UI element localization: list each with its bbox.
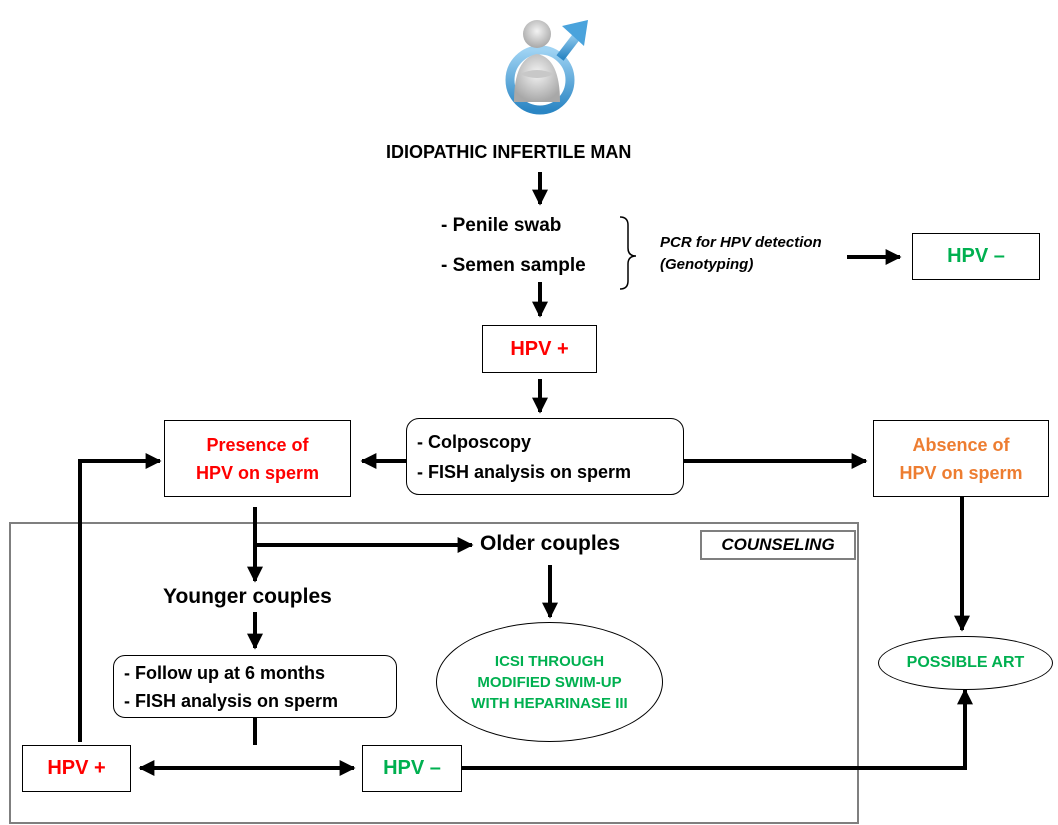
followup-fish: - FISH analysis on sperm [124,690,339,711]
presence-box: Presence of HPV on sperm [164,420,351,497]
hpv-positive-mid-label: HPV + [510,337,569,360]
icsi-ellipse: ICSI THROUGH MODIFIED SWIM-UP WITH HEPAR… [436,622,663,742]
hpv-positive-bottom-box: HPV + [22,745,131,792]
pcr-line1: PCR for HPV detection [660,234,822,251]
possible-art-ellipse: POSSIBLE ART [878,636,1053,690]
male-symbol-figure-icon [492,10,592,120]
icsi-line1: ICSI THROUGH [494,652,605,670]
hpv-negative-top-label: HPV – [947,245,1005,267]
hpv-negative-bottom-box: HPV – [362,745,462,792]
absence-line1: Absence of [912,434,1010,455]
hpv-positive-bottom-label: HPV + [47,757,106,779]
hpv-positive-mid-box: HPV + [482,325,597,373]
counseling-label-box: COUNSELING [700,530,856,560]
possible-art-label: POSSIBLE ART [906,654,1025,671]
sample-penile-swab: - Penile swab [441,215,562,236]
hpv-negative-bottom-label: HPV – [383,757,441,779]
counseling-frame [9,522,859,824]
tests-fish: - FISH analysis on sperm [417,461,632,482]
arrow-hpv-pos-to-presence [78,453,162,742]
absence-line2: HPV on sperm [899,462,1023,483]
pcr-line2: (Genotyping) [660,256,754,273]
older-couples: Older couples [480,532,621,555]
icsi-line2: MODIFIED SWIM-UP [477,673,622,691]
followup-6-months: - Follow up at 6 months [124,662,325,683]
patient-title: IDIOPATHIC INFERTILE MAN [386,142,632,162]
absence-box: Absence of HPV on sperm [873,420,1049,497]
tests-box: - Colposcopy - FISH analysis on sperm [406,418,684,495]
counseling-label: COUNSELING [721,535,835,554]
sample-semen: - Semen sample [441,255,586,276]
icsi-line3: WITH HEPARINASE III [471,694,628,712]
pcr-label: PCR for HPV detection (Genotyping) [660,232,822,276]
followup-box: - Follow up at 6 months - FISH analysis … [113,655,397,718]
younger-couples: Younger couples [163,585,332,608]
presence-line2: HPV on sperm [195,462,320,483]
arrow-hpv-neg-to-art [462,688,973,770]
samples-brace [619,216,637,290]
hpv-negative-top-box: HPV – [912,233,1040,280]
presence-line1: Presence of [206,434,309,455]
tests-colposcopy: - Colposcopy [417,431,532,452]
